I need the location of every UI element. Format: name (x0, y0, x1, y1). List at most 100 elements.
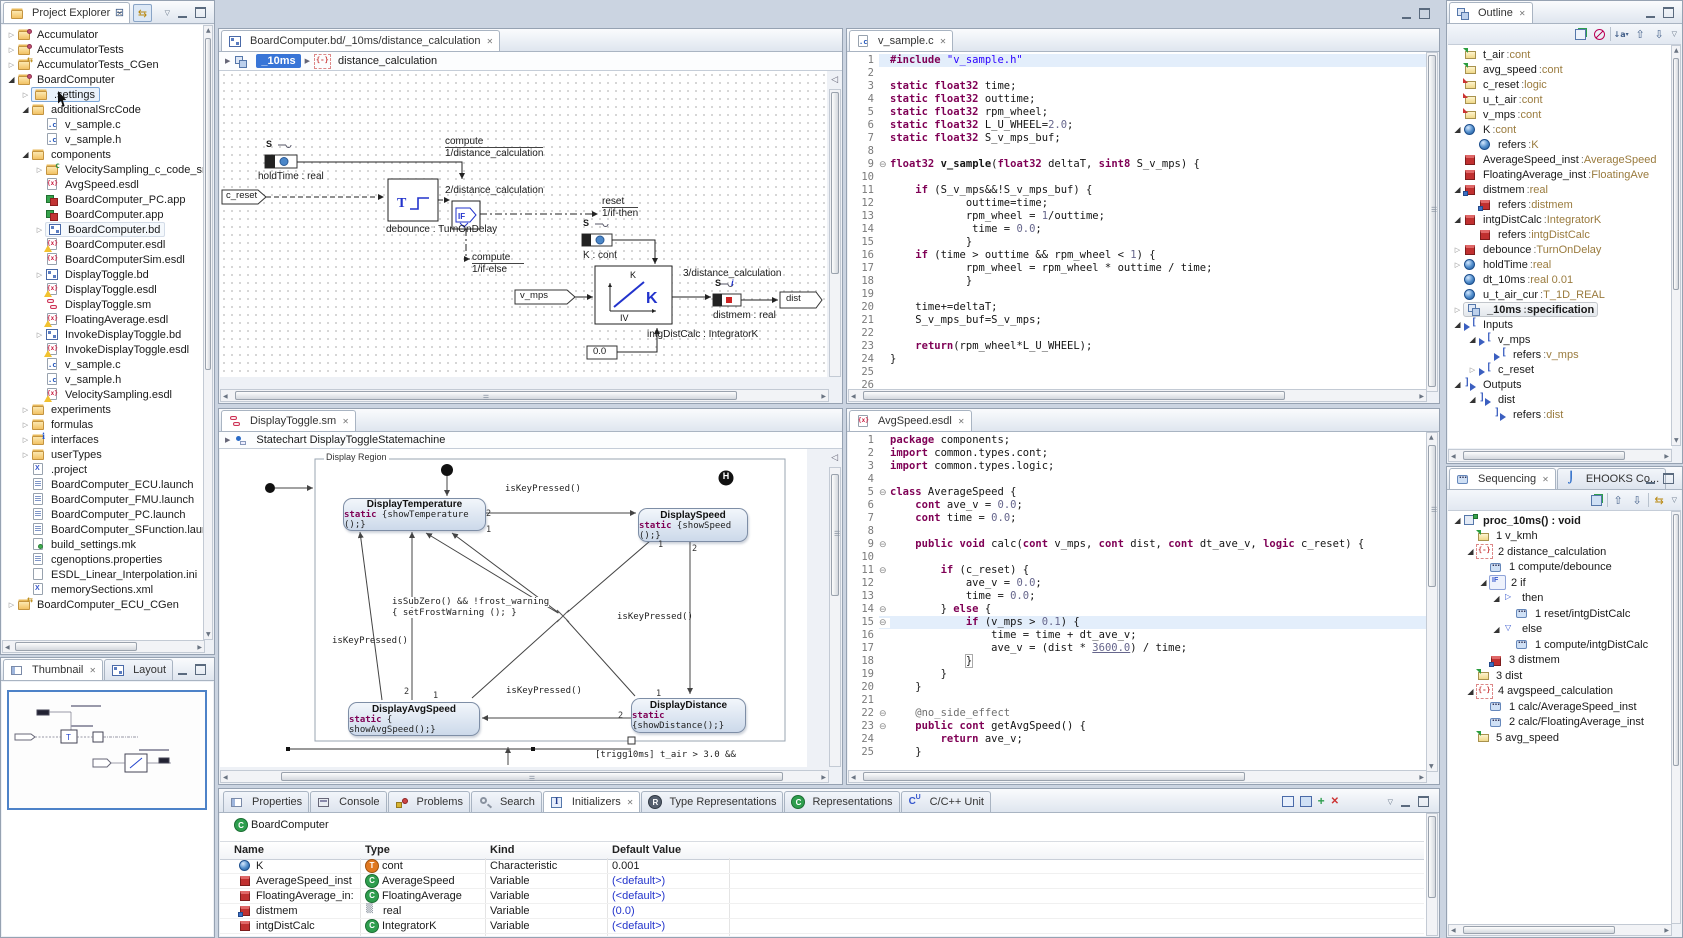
breadcrumb-expand-icon[interactable]: ▶ (304, 57, 311, 65)
outline-item[interactable]: refers : distmem (1448, 197, 1672, 212)
new-sequence-button[interactable] (1588, 492, 1605, 508)
state-display-temperature[interactable]: DisplayTemperature static {showTemperatu… (343, 498, 486, 531)
code-line[interactable]: 21 (848, 694, 1427, 707)
fold-marker-icon[interactable]: ⊖ (879, 722, 890, 732)
expand-icon[interactable]: ▷ (1454, 260, 1461, 269)
code-line[interactable]: 19 (848, 288, 1427, 301)
maximize-icon[interactable] (195, 664, 206, 675)
outline-item[interactable]: refers : intgDistCalc (1448, 227, 1672, 242)
sequencing-item[interactable]: ◢2 if (1448, 575, 1672, 591)
project-tree-item[interactable]: ◢components (2, 147, 205, 162)
outline-item[interactable]: t_air : cont (1448, 47, 1672, 62)
pin-view-icon[interactable] (1281, 795, 1294, 807)
sm-canvas[interactable]: Display Region H DisplayTemperature stat… (220, 449, 807, 767)
expand-icon[interactable]: ▷ (22, 420, 29, 429)
sequencing-item[interactable]: 1 v_kmh (1448, 529, 1672, 545)
esdl-editor-hscrollbar[interactable]: ◀ ▶ (848, 770, 1427, 783)
dist-port-label[interactable]: dist (786, 293, 801, 304)
fold-marker-icon[interactable]: ⊖ (879, 618, 890, 628)
code-line[interactable]: 1#include "v_sample.h" (848, 54, 1427, 67)
expand-icon[interactable]: ▷ (22, 405, 29, 414)
code-line[interactable]: 25 (848, 366, 1427, 379)
fold-marker-icon[interactable]: ⊖ (879, 488, 890, 498)
minimize-icon[interactable] (1646, 8, 1655, 18)
expand-icon[interactable]: ▷ (1454, 245, 1461, 254)
code-line[interactable]: 13 time = 0.0; (848, 590, 1427, 603)
cell-default-value[interactable]: (<default>) (612, 919, 666, 932)
code-line[interactable]: 25 } (848, 746, 1427, 759)
expand-icon[interactable]: ▷ (36, 270, 43, 279)
sm-vscrollbar[interactable]: ☰ (829, 467, 841, 767)
new-element-button[interactable] (1572, 26, 1589, 42)
code-line[interactable]: 2 (848, 67, 1427, 80)
code-line[interactable]: 24} (848, 353, 1427, 366)
bottom-tab-c-c-unit[interactable]: C/C++ Unit (900, 791, 991, 812)
collapse-icon[interactable]: ◢ (1454, 185, 1461, 194)
link-with-editor-button[interactable]: ⇆ (133, 4, 152, 22)
outline-item[interactable]: ▷c_reset (1448, 362, 1672, 377)
tab-sequencing[interactable]: Sequencing ✕ (1449, 468, 1556, 489)
bottom-tab-initializers[interactable]: Initializers✕ (542, 791, 641, 812)
expand-icon[interactable]: ▷ (36, 165, 43, 174)
tab-v-sample-c[interactable]: v_sample.c ✕ (849, 30, 954, 51)
project-tree-item[interactable]: .project (2, 462, 205, 477)
fold-marker-icon[interactable]: ⊖ (879, 709, 890, 719)
code-line[interactable]: 6 cont ave_v = 0.0; (848, 499, 1427, 512)
project-tree-item[interactable]: BoardComputer_PC.app (2, 192, 205, 207)
project-tree-item[interactable]: ▷formulas (2, 417, 205, 432)
code-line[interactable]: 11⊖ if (c_reset) { (848, 564, 1427, 577)
view-menu-icon[interactable]: ▽ (164, 9, 170, 17)
cell-default-value[interactable]: (<default>) (612, 889, 666, 902)
sequencing-item[interactable]: ◢proc_10ms() : void (1448, 513, 1672, 529)
collapse-icon[interactable]: ◢ (1469, 335, 1476, 344)
minimize-icon[interactable] (178, 8, 187, 18)
bottom-tab-properties[interactable]: Properties (223, 791, 310, 812)
fold-marker-icon[interactable]: ⊖ (879, 160, 890, 170)
code-line[interactable]: 22 (848, 327, 1427, 340)
code-line[interactable]: 26 (848, 379, 1427, 392)
collapse-icon[interactable]: ◢ (1454, 215, 1461, 224)
code-line[interactable]: 8 (848, 525, 1427, 538)
integrator-init-value[interactable]: 0.0 (593, 346, 607, 357)
expand-icon[interactable]: ▷ (36, 225, 43, 234)
sequencing-item[interactable]: 5 avg_speed (1448, 730, 1672, 746)
project-tree-item[interactable]: ▷AccumulatorTests_CGen (2, 56, 205, 72)
outline-item[interactable]: ▷debounce : TurnOnDelay (1448, 242, 1672, 257)
sequencing-item[interactable]: ◢4 avgspeed_calculation (1448, 683, 1672, 700)
collapse-icon[interactable]: ◢ (8, 75, 15, 84)
minimize-icon[interactable] (1401, 797, 1410, 807)
code-line[interactable]: 14 time = 0.0; (848, 223, 1427, 236)
code-line[interactable]: 12 outtime=time; (848, 197, 1427, 210)
collapse-icon[interactable]: ◢ (1454, 125, 1461, 134)
outline-item[interactable]: refers : v_mps (1448, 347, 1672, 362)
code-line[interactable]: 15 } (848, 236, 1427, 249)
sequencing-item[interactable]: 1 reset/intgDistCalc (1448, 605, 1672, 622)
remove-icon[interactable]: ✕ (1330, 795, 1339, 807)
collapse-icon[interactable]: ◢ (1493, 593, 1500, 603)
project-tree-item[interactable]: ◢additionalSrcCode (2, 102, 205, 117)
expand-icon[interactable]: ▷ (1454, 305, 1461, 314)
breadcrumb-item-distance-calculation[interactable]: distance_calculation (338, 55, 438, 67)
project-tree-item[interactable]: ▷BoardComputer_ECU_CGen (2, 596, 205, 612)
outline-item[interactable]: u_t_air : cont (1448, 92, 1672, 107)
close-icon[interactable]: ✕ (939, 36, 947, 46)
outline-item[interactable]: ◢v_mps (1448, 332, 1672, 347)
project-tree-item[interactable]: ▷interfaces (2, 431, 205, 447)
code-line[interactable]: 10 (848, 171, 1427, 184)
code-line[interactable]: 14⊖ } else { (848, 603, 1427, 616)
code-line[interactable]: 21 S_v_mps_buf=S_v_mps; (848, 314, 1427, 327)
project-tree-item[interactable]: DisplayToggle.sm (2, 297, 205, 312)
collapse-icon[interactable]: ◢ (1454, 320, 1461, 329)
table-row[interactable]: distmemrealVariable(0.0) (220, 903, 1424, 919)
sm-hscrollbar[interactable]: ◀ ☰ ▶ (220, 770, 829, 783)
code-line[interactable]: 18 } (848, 654, 1427, 668)
outline-item[interactable]: ◢intgDistCalc : IntegratorK (1448, 212, 1672, 227)
